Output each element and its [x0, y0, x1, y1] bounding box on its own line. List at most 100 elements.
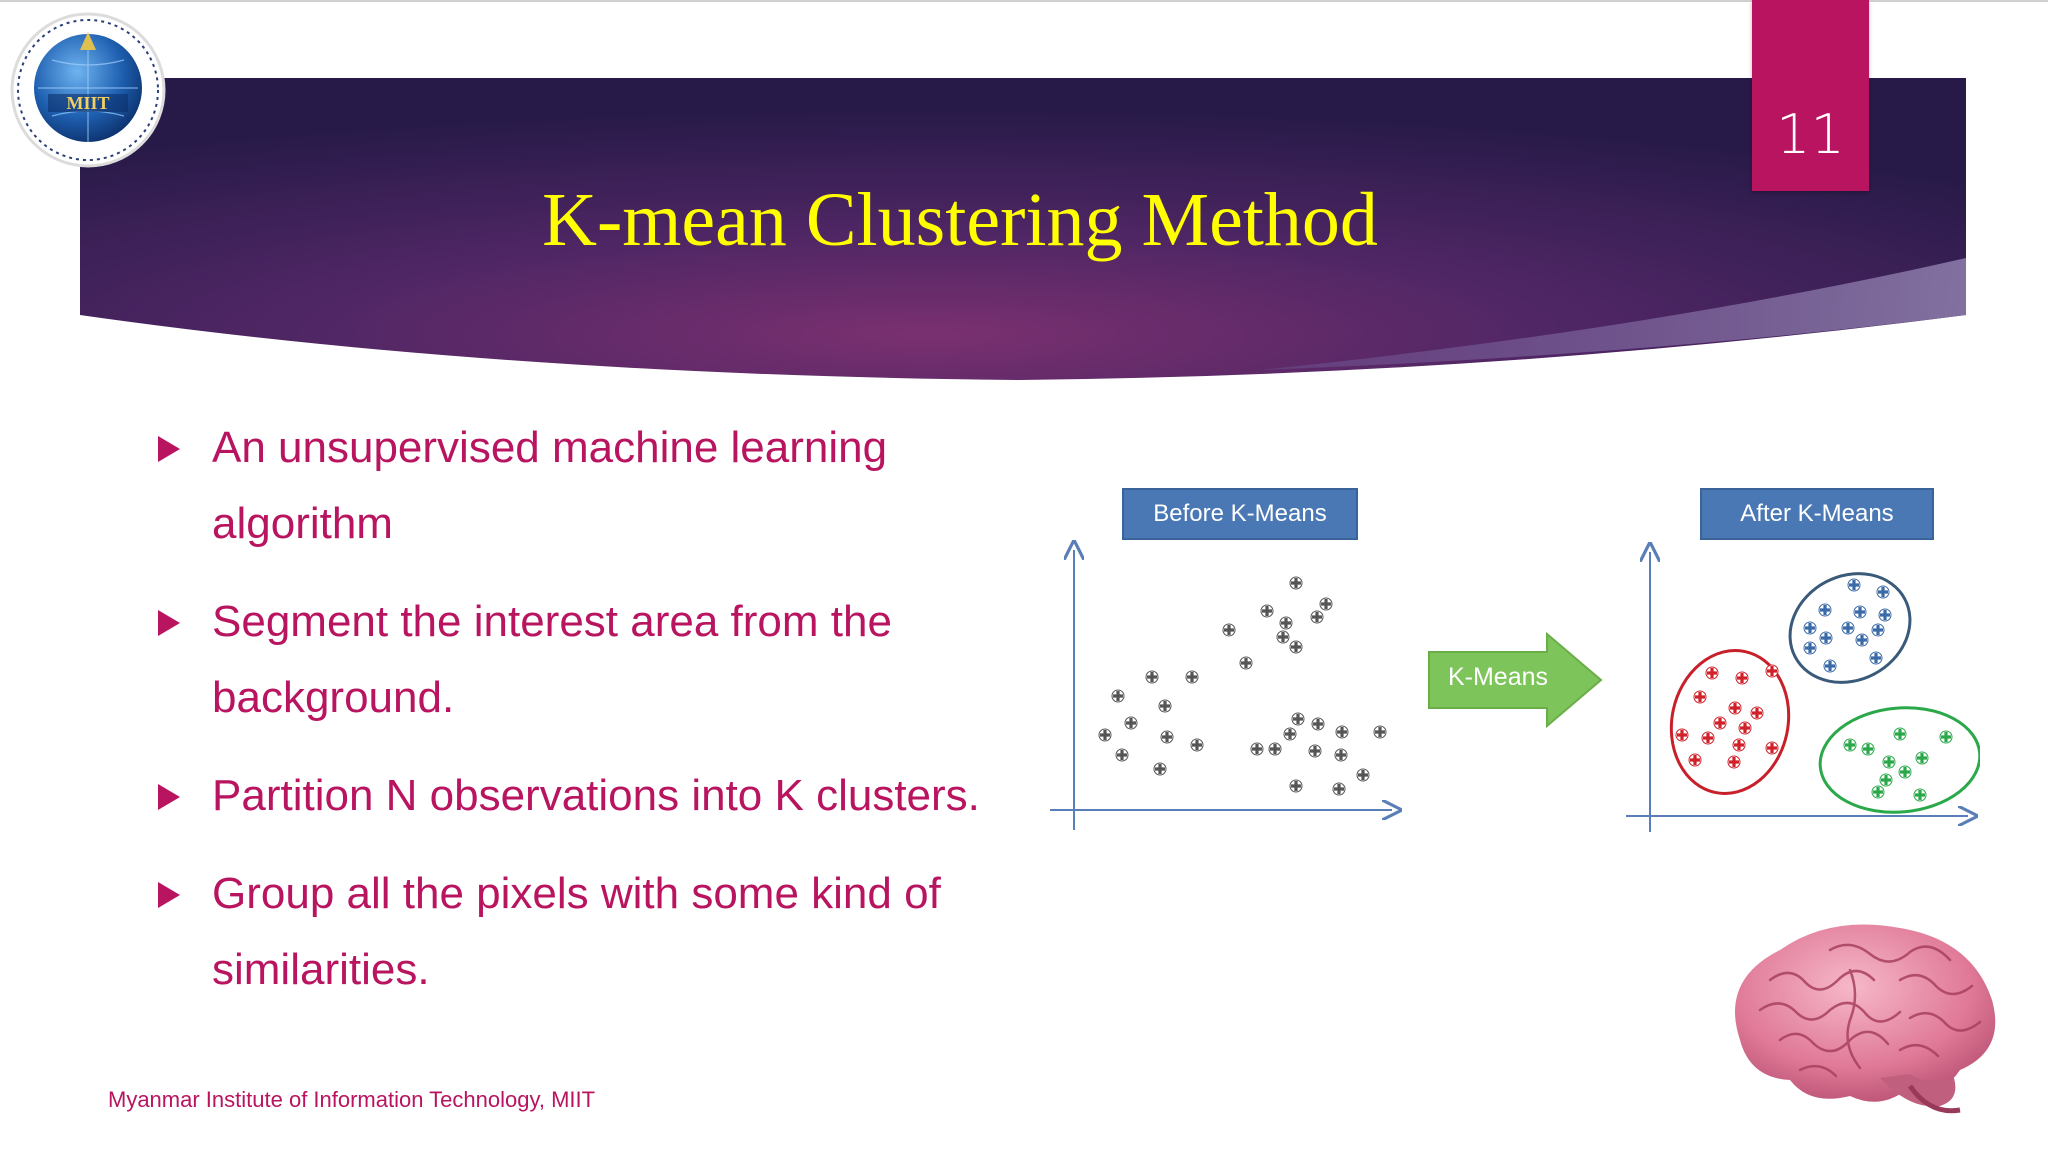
scatter-point [1250, 742, 1264, 756]
green-cluster-point [1879, 773, 1893, 787]
bullet-item: Partition N observations into K clusters… [150, 758, 1010, 834]
blue-cluster-point [1823, 659, 1837, 673]
scatter-point [1373, 725, 1387, 739]
kmeans-arrow-icon [1428, 631, 1603, 729]
bullet-triangle-icon [158, 436, 180, 462]
blue-cluster-point [1818, 603, 1832, 617]
red-cluster-point [1727, 755, 1741, 769]
blue-cluster-point [1878, 608, 1892, 622]
bullet-text: Segment the interest area from the backg… [212, 597, 892, 722]
slide-number-tab: 11 [1752, 0, 1869, 191]
scatter-point [1260, 604, 1274, 618]
blue-cluster-point [1819, 631, 1833, 645]
red-cluster-ellipse [1669, 649, 1791, 795]
red-cluster-point [1732, 738, 1746, 752]
bullet-triangle-icon [158, 610, 180, 636]
scatter-point [1111, 689, 1125, 703]
blue-cluster-point [1803, 641, 1817, 655]
scatter-point [1311, 717, 1325, 731]
top-rule [0, 0, 2048, 2]
scatter-point [1185, 670, 1199, 684]
scatter-point [1310, 610, 1324, 624]
title-banner [80, 78, 1966, 380]
red-cluster-point [1688, 753, 1702, 767]
kmeans-arrow-label: K-Means [1447, 663, 1549, 691]
bullet-text: Group all the pixels with some kind of s… [212, 869, 941, 994]
scatter-point [1190, 738, 1204, 752]
red-cluster-point [1693, 690, 1707, 704]
scatter-point [1098, 728, 1112, 742]
blue-cluster-point [1853, 605, 1867, 619]
scatter-point [1124, 716, 1138, 730]
red-cluster-point [1675, 728, 1689, 742]
kmeans-plots [1050, 470, 1980, 832]
green-cluster-point [1893, 727, 1907, 741]
blue-cluster-point [1876, 585, 1890, 599]
bullet-item: An unsupervised machine learning algorit… [150, 410, 1010, 562]
red-cluster-point [1735, 671, 1749, 685]
scatter-point [1160, 730, 1174, 744]
blue-cluster-point [1841, 621, 1855, 635]
scatter-point [1334, 748, 1348, 762]
red-cluster-point [1705, 666, 1719, 680]
blue-cluster-point [1847, 578, 1861, 592]
green-cluster-point [1898, 765, 1912, 779]
scatter-point [1283, 727, 1297, 741]
scatter-point [1291, 712, 1305, 726]
red-cluster-point [1750, 706, 1764, 720]
logo-text: MIIT [66, 93, 109, 113]
red-cluster-point [1728, 701, 1742, 715]
blue-cluster-point [1871, 623, 1885, 637]
scatter-point [1289, 640, 1303, 654]
kmeans-diagram: Before K-Means After K-Means K-Means [1040, 470, 1980, 850]
scatter-point [1356, 768, 1370, 782]
scatter-point [1279, 616, 1293, 630]
bullet-text: Partition N observations into K clusters… [212, 771, 980, 820]
scatter-point [1276, 630, 1290, 644]
red-cluster-point [1713, 716, 1727, 730]
bullet-item: Group all the pixels with some kind of s… [150, 856, 1010, 1008]
scatter-point [1239, 656, 1253, 670]
red-cluster-point [1765, 664, 1779, 678]
scatter-point [1308, 744, 1322, 758]
scatter-point [1335, 725, 1349, 739]
plot-points [1098, 576, 1953, 802]
bullet-text: An unsupervised machine learning algorit… [212, 423, 888, 548]
green-cluster-point [1939, 730, 1953, 744]
miit-logo-icon: MIIT [10, 12, 166, 168]
blue-cluster-ellipse [1788, 572, 1912, 684]
blue-cluster-point [1855, 633, 1869, 647]
blue-cluster-point [1869, 651, 1883, 665]
after-kmeans-label: After K-Means [1700, 488, 1934, 540]
before-plot [1050, 550, 1392, 830]
before-kmeans-label: Before K-Means [1122, 488, 1358, 540]
green-cluster-point [1915, 751, 1929, 765]
scatter-point [1145, 670, 1159, 684]
green-cluster-point [1913, 788, 1927, 802]
bullet-triangle-icon [158, 784, 180, 810]
scatter-point [1319, 597, 1333, 611]
blue-cluster-point [1803, 621, 1817, 635]
green-cluster-point [1843, 738, 1857, 752]
scatter-point [1332, 782, 1346, 796]
brain-icon [1735, 924, 1996, 1114]
red-cluster-point [1738, 721, 1752, 735]
green-cluster-point [1871, 785, 1885, 799]
green-cluster-point [1861, 742, 1875, 756]
scatter-point [1268, 742, 1282, 756]
red-cluster-point [1701, 731, 1715, 745]
scatter-point [1222, 623, 1236, 637]
bullet-list: An unsupervised machine learning algorit… [150, 410, 1010, 1030]
footer-text: Myanmar Institute of Information Technol… [108, 1087, 596, 1112]
green-cluster-point [1882, 755, 1896, 769]
red-cluster-point [1765, 741, 1779, 755]
scatter-point [1115, 748, 1129, 762]
green-cluster-ellipse [1818, 706, 1980, 814]
scatter-point [1289, 576, 1303, 590]
scatter-point [1153, 762, 1167, 776]
scatter-point [1289, 779, 1303, 793]
bullet-item: Segment the interest area from the backg… [150, 584, 1010, 736]
slide-number: 11 [1776, 103, 1845, 166]
after-plot [1626, 552, 1980, 832]
bullet-triangle-icon [158, 882, 180, 908]
